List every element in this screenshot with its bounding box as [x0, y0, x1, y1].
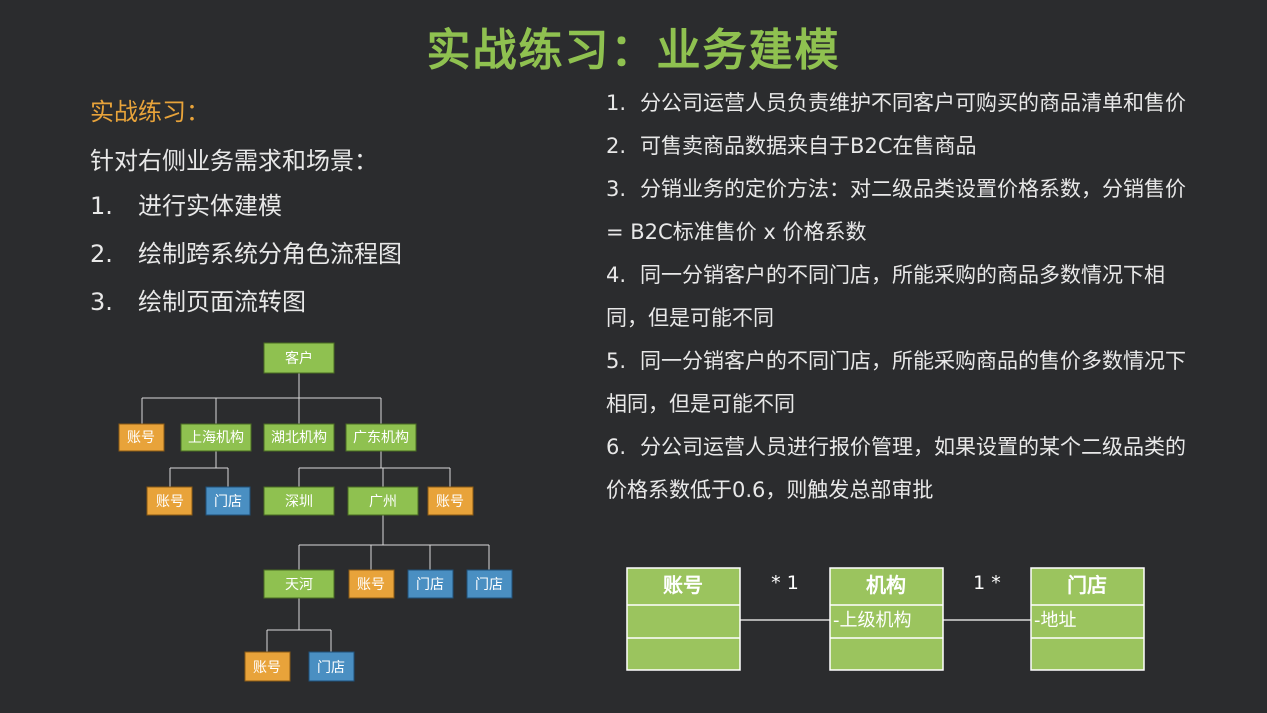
- requirement-item: 6.分公司运营人员进行报价管理，如果设置的某个二级品类的价格系数低于0.6，则触…: [606, 435, 1187, 502]
- tree-node-account: 账号: [427, 486, 474, 516]
- requirement-item: 1.分公司运营人员负责维护不同客户可购买的商品清单和售价: [606, 91, 1187, 115]
- step-item: 2.绘制跨系统分角色流程图: [90, 240, 402, 268]
- node-label: 门店: [214, 494, 242, 510]
- node-label: 深圳: [285, 494, 313, 510]
- tree-node-hubei: 湖北机构: [263, 423, 335, 452]
- node-label: 上海机构: [188, 430, 244, 446]
- node-label: 客户: [285, 350, 313, 367]
- node-label: 天河: [285, 577, 313, 593]
- step-item: 1.进行实体建模: [90, 192, 282, 220]
- exercise-intro: 针对右侧业务需求和场景：: [90, 147, 378, 175]
- requirement-item: 3.分销业务的定价方法：对二级品类设置价格系数，分销售价 = B2C标准售价 x…: [606, 177, 1187, 244]
- tree-node-account: 账号: [118, 423, 165, 452]
- requirement-item: 4.同一分销客户的不同门店，所能采购的商品多数情况下相同，但是可能不同: [606, 263, 1166, 330]
- multiplicity-label: 1 *: [973, 572, 1001, 594]
- node-label: 广东机构: [353, 430, 409, 446]
- exercise-heading: 实战练习：: [90, 98, 210, 126]
- exercise-steps: 1.进行实体建模 2.绘制跨系统分角色流程图 3.绘制页面流转图: [90, 188, 402, 332]
- tree-node-store: 门店: [308, 651, 355, 682]
- class-name: 账号: [663, 573, 703, 597]
- requirement-item: 2.可售卖商品数据来自于B2C在售商品: [606, 134, 977, 158]
- class-name: 门店: [1067, 573, 1107, 597]
- uml-class-org: 机构 -上级机构: [829, 567, 944, 671]
- requirements-list: 1.分公司运营人员负责维护不同客户可购买的商品清单和售价 2.可售卖商品数据来自…: [606, 82, 1206, 512]
- tree-node-store: 门店: [466, 569, 513, 599]
- node-label: 广州: [369, 494, 397, 510]
- multiplicity-label: * 1: [771, 572, 799, 594]
- class-attribute: -上级机构: [833, 610, 912, 631]
- tree-node-account: 账号: [348, 569, 395, 599]
- tree-node-guangdong: 广东机构: [345, 423, 417, 452]
- tree-node-account: 账号: [146, 486, 193, 516]
- node-label: 门店: [416, 577, 444, 593]
- uml-class-account: 账号: [626, 567, 741, 671]
- class-name: 机构: [866, 573, 906, 597]
- uml-class-store: 门店 -地址: [1030, 567, 1145, 671]
- tree-node-store: 门店: [205, 486, 251, 516]
- page-title: 实战练习：业务建模: [426, 25, 841, 76]
- requirement-item: 5.同一分销客户的不同门店，所能采购商品的售价多数情况下相同，但是可能不同: [606, 349, 1187, 416]
- node-label: 湖北机构: [271, 430, 327, 446]
- step-item: 3.绘制页面流转图: [90, 288, 306, 316]
- tree-node-store: 门店: [407, 569, 454, 599]
- class-attribute: -地址: [1034, 610, 1077, 631]
- node-label: 账号: [357, 577, 385, 593]
- node-label: 门店: [317, 660, 345, 676]
- node-label: 账号: [253, 660, 281, 676]
- tree-node-account: 账号: [244, 651, 291, 682]
- tree-node-guangzhou: 广州: [347, 486, 419, 516]
- node-label: 账号: [436, 494, 464, 510]
- tree-node-tianhe: 天河: [263, 569, 335, 599]
- tree-node-root: 客户: [263, 342, 335, 374]
- node-label: 账号: [156, 494, 184, 510]
- node-label: 账号: [127, 430, 155, 446]
- node-label: 门店: [475, 577, 503, 593]
- tree-node-shanghai: 上海机构: [180, 423, 252, 452]
- tree-node-shenzhen: 深圳: [263, 486, 335, 516]
